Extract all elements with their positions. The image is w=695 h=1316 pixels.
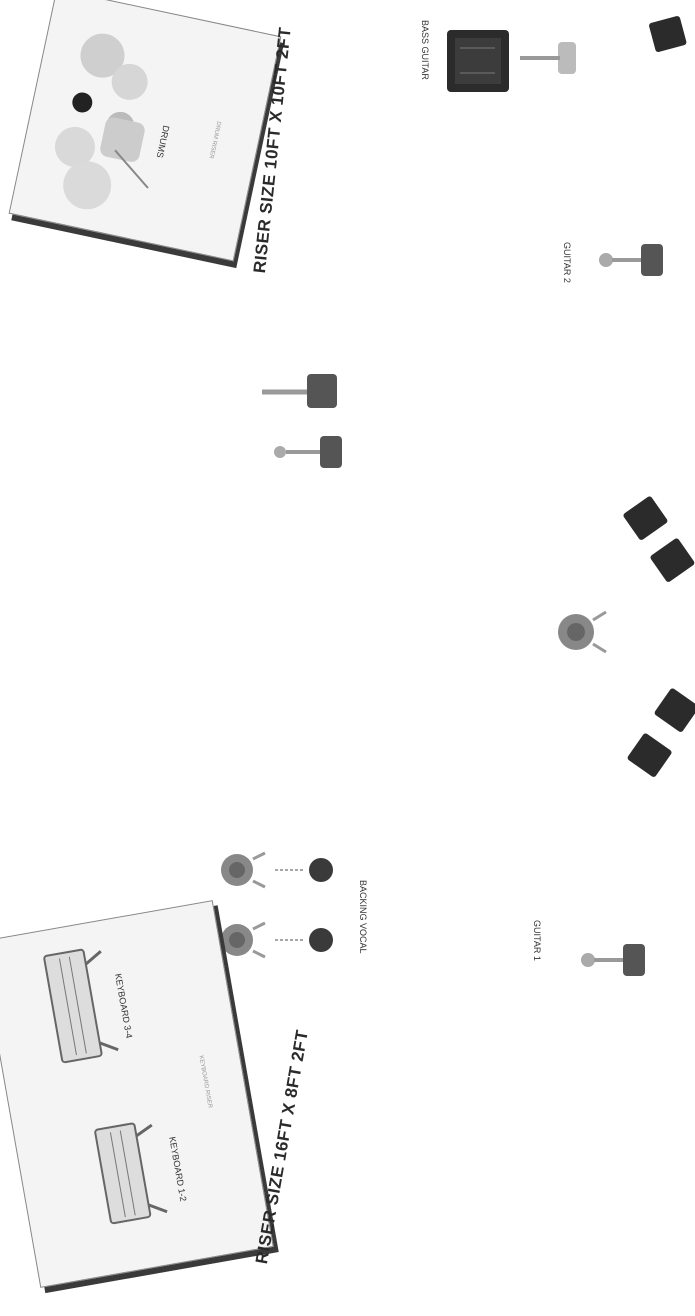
keyboard-riser-sublabel: KEYBOARD RISER	[197, 1055, 212, 1109]
guitar-2-stand-icon	[596, 240, 666, 280]
wedge-monitor-icon	[648, 15, 688, 55]
backing-vocal-position-icon	[215, 845, 345, 895]
drum-riser: DRUMS DRUM RISER	[9, 0, 282, 261]
guitar-1-stand-icon	[578, 940, 648, 980]
wedge-monitor-icon	[655, 690, 695, 732]
bass-guitar-label: BASS GUITAR	[420, 20, 430, 80]
keyboard-riser-size: RISER SIZE 16FT X 8FT 2FT	[252, 1028, 313, 1265]
wedge-monitor-icon	[628, 735, 670, 777]
backing-vocal-label: BACKING VOCAL	[358, 880, 368, 954]
keyboard-rig-icon	[38, 940, 128, 1070]
bass-mic-stand-icon	[520, 38, 580, 78]
guitar-1-label: GUITAR 1	[532, 920, 542, 961]
mic-stand-icon	[270, 432, 350, 472]
wedge-monitor-icon	[652, 540, 694, 582]
lead-vocal-icon	[548, 602, 608, 662]
wedge-monitor-icon	[625, 498, 667, 540]
drum-riser-sublabel: DRUM RISER	[208, 121, 222, 159]
bass-amp-icon	[445, 28, 515, 98]
guitar-2-label: GUITAR 2	[562, 242, 572, 283]
backing-vocal-position-icon	[215, 915, 345, 965]
amp-on-stand-icon	[262, 372, 342, 412]
drum-kit-icon	[44, 20, 209, 223]
keyboard-rig-icon	[89, 1114, 177, 1234]
